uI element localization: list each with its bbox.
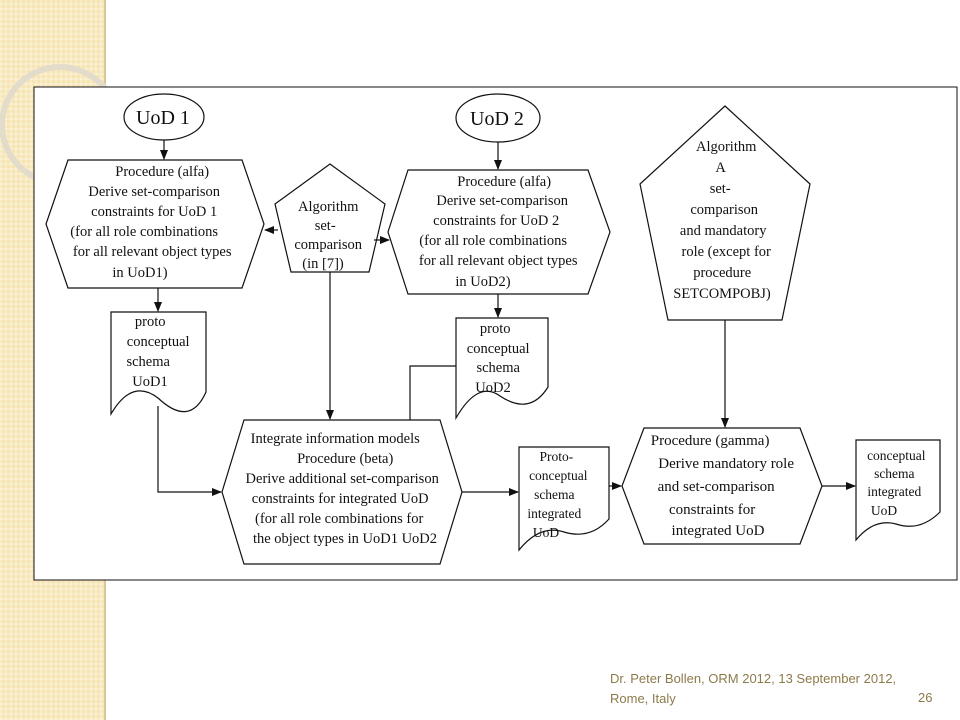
footer-citation: Dr. Peter Bollen, ORM 2012, 13 September… [610,671,897,706]
uod2-label: UoD 2 [470,108,524,130]
proto-schema-integrated-label: Proto- conceptual schema integrated UoD [527,449,591,540]
proc-alfa-2-hexagon [387,169,611,295]
proto-schema-uod1-label: proto conceptual schema UoD1 [126,314,193,390]
uod1-label: UoD 1 [136,107,190,129]
proto-schema-uod2-label: proto conceptual schema UoD2 [467,321,533,396]
proc-beta-label: Integrate information models Procedure (… [246,431,443,547]
conceptual-schema-integrated-label: conceptual schema integrated UoD [867,448,929,518]
proc-beta-hexagon [221,419,463,565]
line-proto2-to-beta [409,365,456,420]
proc-gamma-label: Procedure (gamma) Derive mandatory role … [651,433,798,539]
proc-alfa-1-label: Procedure (alfa) Derive set-comparison c… [70,164,235,281]
algorithm-set-comparison-label: Algorithm set- comparison (in [7]) [294,199,365,272]
conceptual-schema-integrated-document [855,439,941,542]
arrow-proto1-to-beta [157,406,222,496]
proto-schema-uod2-document [455,317,549,421]
slide-number: 26 [918,690,933,705]
proto-schema-integrated-document [518,446,610,552]
proto-schema-uod1-document [110,311,207,417]
proc-alfa-2-label: Procedure (alfa) Derive set-comparison c… [419,174,581,290]
proc-alfa-1-hexagon [45,159,265,289]
algorithm-a-label: Algorithm A set- comparison and mandator… [673,139,774,302]
proc-gamma-hexagon [621,427,823,545]
